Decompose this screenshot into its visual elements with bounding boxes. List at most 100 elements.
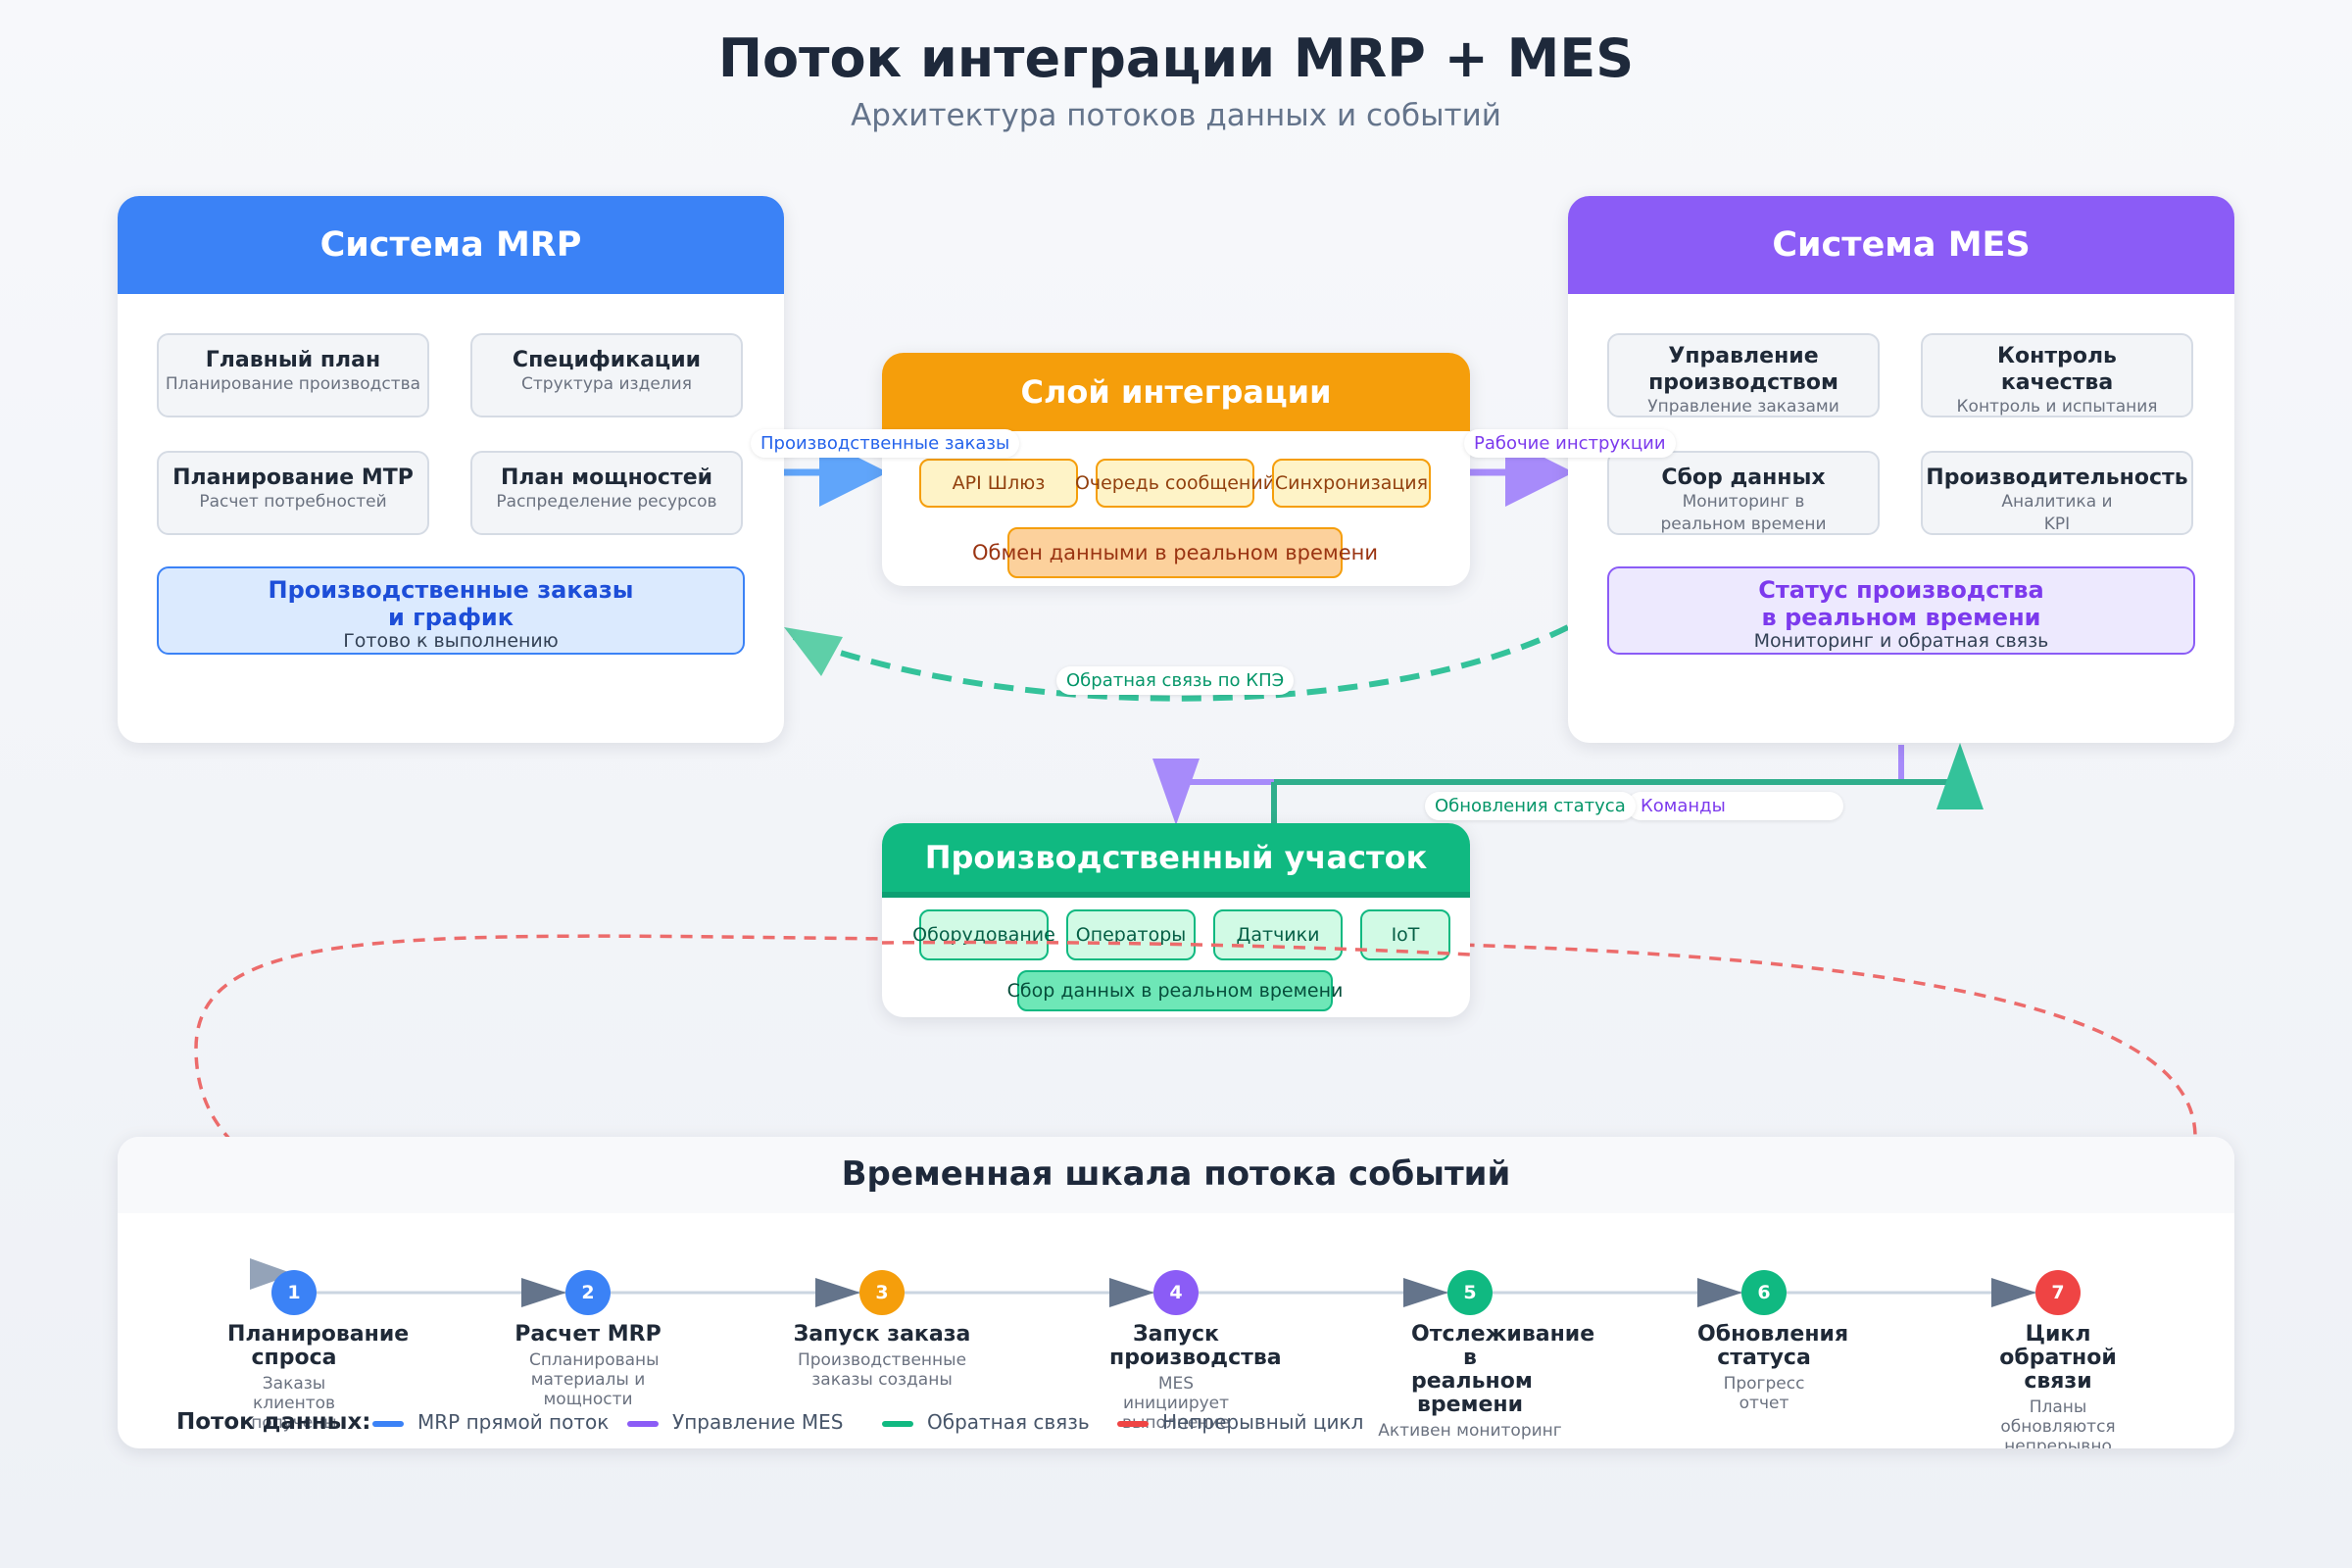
kpi-feedback-curve — [792, 624, 1570, 702]
step-title: Расчет MRP — [514, 1322, 662, 1347]
mrp-module-capacity-plan[interactable]: План мощностей Распределение ресурсов — [470, 451, 743, 535]
mes-output-title: Статус производства в реальном времени — [1758, 576, 2044, 631]
module-subtitle: Аналитика и KPI — [2001, 492, 2113, 534]
commands-label: Команды — [1627, 792, 1843, 820]
timeline-header — [118, 1137, 2234, 1213]
legend-swatch — [627, 1420, 659, 1427]
step-subtitle: Планы обновляются непрерывно — [2000, 1397, 2116, 1448]
module-title: Производительность — [1926, 466, 2188, 490]
module-title: Контроль качества — [1997, 344, 2117, 395]
module-subtitle: Планирование производства — [165, 374, 421, 394]
status-updates-label: Обновления статуса — [1425, 792, 1636, 820]
step-number-badge: 6 — [1741, 1270, 1787, 1315]
module-title: Главный план — [205, 348, 381, 372]
module-title: План мощностей — [500, 466, 713, 490]
module-title: Спецификации — [512, 348, 702, 372]
step-subtitle: Активен мониторинг — [1378, 1421, 1562, 1441]
mes-output-subtitle: Мониторинг и обратная связь — [1753, 630, 2049, 652]
kpi-feedback-label: Обратная связь по КПЭ — [1056, 666, 1295, 695]
legend-text: Непрерывный цикл — [1162, 1410, 1364, 1434]
step-number-badge: 1 — [271, 1270, 317, 1315]
operators-chip[interactable]: Операторы — [1066, 909, 1196, 960]
module-subtitle: Мониторинг в реальном времени — [1660, 492, 1827, 534]
legend-text: Обратная связь — [927, 1410, 1090, 1434]
kpi-feedback-arrowhead — [784, 627, 843, 676]
page-subtitle: Архитектура потоков данных и событий — [851, 98, 1501, 133]
module-subtitle: Структура изделия — [521, 374, 692, 394]
step-number-badge: 5 — [1447, 1270, 1493, 1315]
step-subtitle: Производственные заказы созданы — [797, 1350, 967, 1390]
cycle-loop-overlay — [882, 940, 1470, 956]
orders-flow-label: Производственные заказы — [751, 429, 1020, 458]
mrp-system-card: Система MRP Главный план Планирование пр… — [118, 196, 784, 743]
mes-module-production-management[interactable]: Управление производством Управление зака… — [1607, 333, 1880, 417]
equipment-chip[interactable]: Оборудование — [912, 909, 1055, 960]
step-subtitle: MES инициирует выполнение — [1121, 1374, 1231, 1433]
mes-system-title: Система MES — [1568, 196, 2234, 294]
status-arrowhead — [1936, 743, 1984, 809]
page-title: Поток интеграции MRP + MES — [717, 27, 1635, 89]
mrp-output-subtitle: Готово к выполнению — [343, 630, 559, 652]
module-title: Сбор данных — [1661, 466, 1826, 490]
legend-text: MRP прямой поток — [417, 1410, 610, 1434]
integration-layer-card: Слой интеграции API Шлюз Очередь сообщен… — [882, 353, 1470, 586]
mrp-output-box[interactable]: Производственные заказы и график Готово … — [157, 566, 745, 655]
step-number-badge: 7 — [2035, 1270, 2081, 1315]
commands-arrowhead — [1152, 759, 1200, 825]
step-title: Обновления статуса — [1697, 1322, 1849, 1370]
step-number-badge: 3 — [859, 1270, 905, 1315]
realtime-exchange-bar[interactable]: Обмен данными в реальном времени — [972, 527, 1378, 578]
step-number-badge: 2 — [565, 1270, 611, 1315]
module-subtitle: Распределение ресурсов — [496, 492, 717, 512]
realtime-collection-bar[interactable]: Сбор данных в реальном времени — [1007, 970, 1343, 1011]
commands-label-text: Команды — [1641, 796, 1726, 816]
sync-chip[interactable]: Синхронизация — [1272, 459, 1431, 508]
legend-swatch — [882, 1420, 913, 1427]
module-subtitle: Управление заказами — [1647, 397, 1839, 416]
mes-system-card: Система MES Управление производством Упр… — [1568, 196, 2234, 743]
mrp-output-title: Производственные заказы и график — [268, 576, 634, 631]
legend-mes-control: Управление MES — [627, 1410, 843, 1434]
mes-module-data-collection[interactable]: Сбор данных Мониторинг в реальном времен… — [1607, 451, 1880, 535]
timeline-title: Временная шкала потока событий — [841, 1154, 1511, 1194]
step-title: Запуск производства — [1109, 1322, 1282, 1370]
step-number-badge: 4 — [1153, 1270, 1199, 1315]
instructions-flow-label: Рабочие инструкции — [1464, 429, 1676, 458]
legend-swatch — [372, 1420, 404, 1427]
module-title: Планирование МТР — [172, 466, 414, 490]
api-gateway-chip[interactable]: API Шлюз — [919, 459, 1078, 508]
legend-feedback: Обратная связь — [882, 1410, 1090, 1434]
mes-module-quality-control[interactable]: Контроль качества Контроль и испытания — [1921, 333, 2193, 417]
shop-floor-title: Производственный участок — [882, 823, 1470, 898]
sensors-chip[interactable]: Датчики — [1213, 909, 1343, 960]
legend-continuous-cycle: Непрерывный цикл — [1117, 1410, 1363, 1434]
legend-text: Управление MES — [672, 1410, 844, 1434]
mrp-module-material-planning[interactable]: Планирование МТР Расчет потребностей — [157, 451, 429, 535]
module-subtitle: Контроль и испытания — [1956, 397, 2158, 416]
module-subtitle: Расчет потребностей — [199, 492, 387, 512]
legend-label: Поток данных: — [176, 1409, 371, 1435]
mrp-module-master-plan[interactable]: Главный план Планирование производства — [157, 333, 429, 417]
shop-floor-card: Производственный участок Оборудование Оп… — [882, 823, 1470, 1017]
legend-swatch — [1117, 1420, 1149, 1427]
step-subtitle: Прогресс отчет — [1723, 1374, 1805, 1413]
mes-output-box[interactable]: Статус производства в реальном времени М… — [1607, 566, 2195, 655]
module-title: Управление производством — [1648, 344, 1838, 395]
step-title: Цикл обратной связи — [1999, 1322, 2117, 1394]
message-queue-chip[interactable]: Очередь сообщений — [1075, 459, 1275, 508]
step-title: Планирование спроса — [227, 1322, 410, 1370]
mrp-system-title: Система MRP — [118, 196, 784, 294]
integration-layer-title: Слой интеграции — [882, 353, 1470, 431]
step-title: Запуск заказа — [793, 1322, 971, 1347]
mes-module-performance[interactable]: Производительность Аналитика и KPI — [1921, 451, 2193, 535]
step-title: Отслеживание в реальном времени — [1411, 1322, 1595, 1417]
mrp-module-bom[interactable]: Спецификации Структура изделия — [470, 333, 743, 417]
